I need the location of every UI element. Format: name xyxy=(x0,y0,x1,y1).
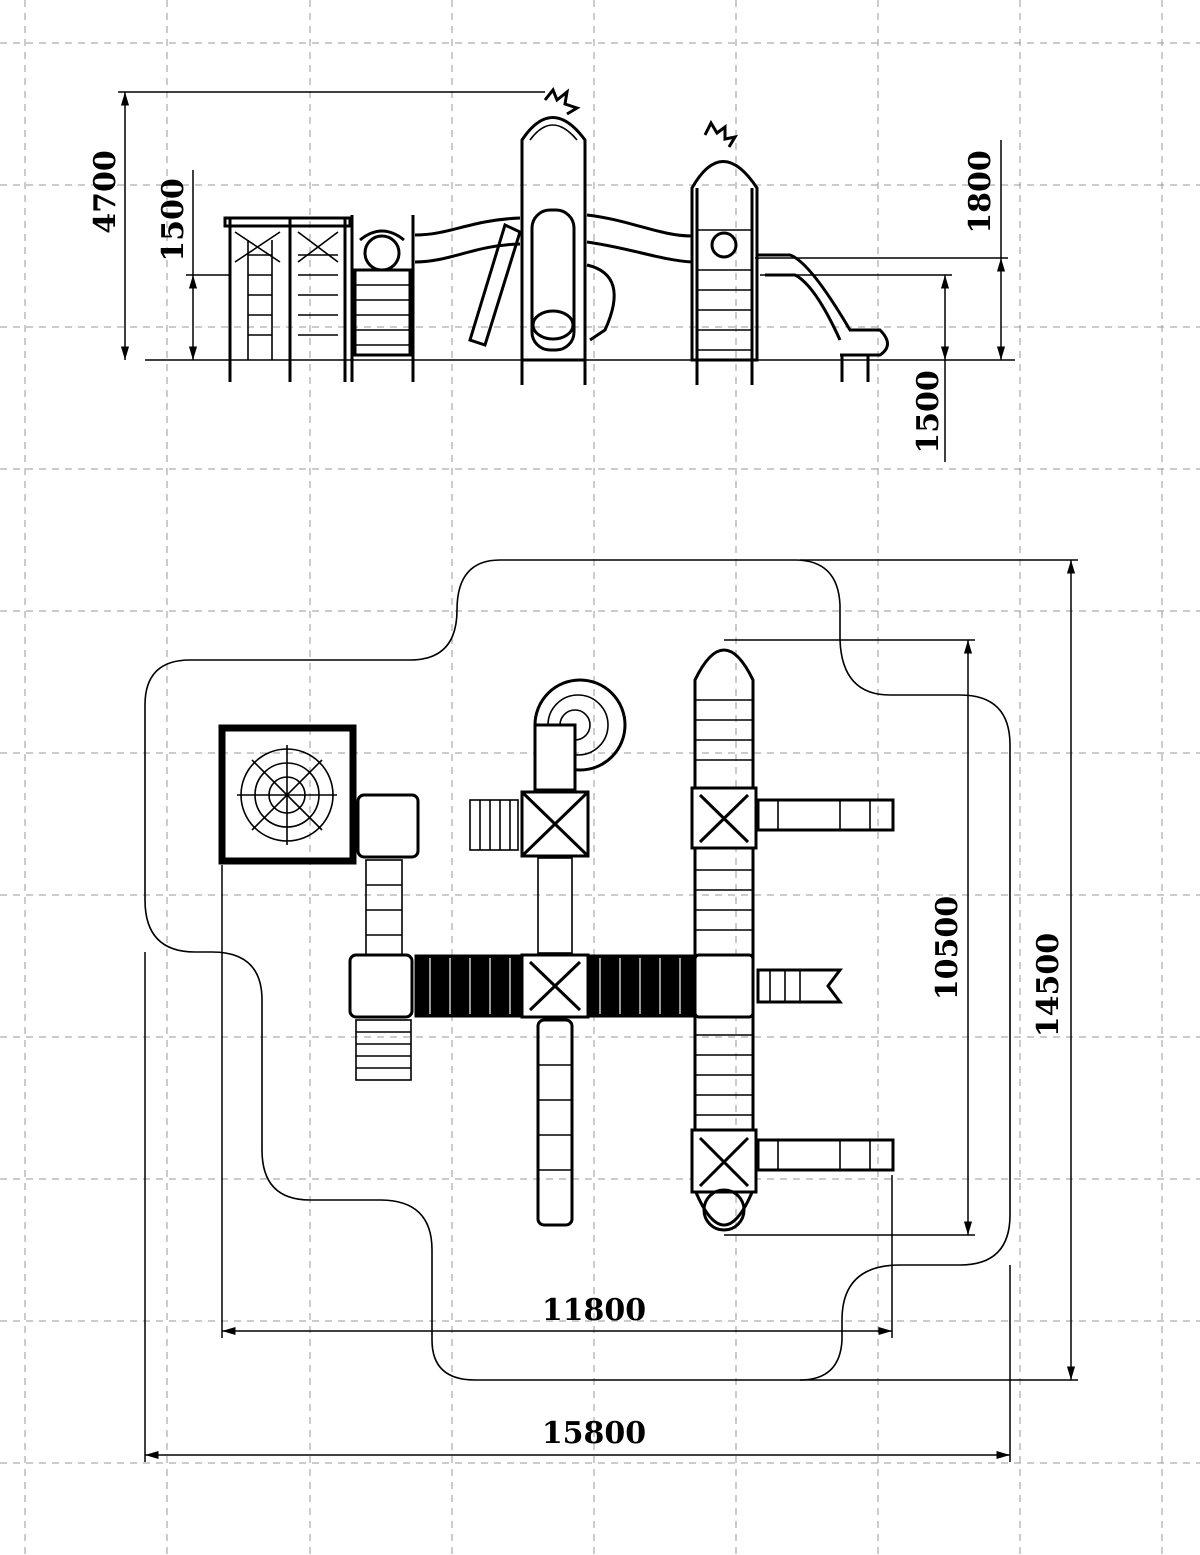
dim-equipment-depth: 10500 xyxy=(930,896,965,1000)
side-elevation xyxy=(145,87,1015,385)
dim-slide-height: 1500 xyxy=(911,370,946,454)
dim-tower-height: 1800 xyxy=(963,150,998,234)
dim-total-height: 4700 xyxy=(88,150,123,234)
right-module xyxy=(690,648,895,1232)
plan-view xyxy=(144,559,1011,1381)
right-tower xyxy=(690,119,759,385)
dim-platform-height: 1500 xyxy=(156,178,191,262)
platform-block-1 xyxy=(350,215,415,382)
middle-tower xyxy=(520,87,616,385)
middle-module xyxy=(469,678,627,1227)
rope-net-climber xyxy=(218,724,357,865)
dim-equipment-width: 11800 xyxy=(542,1293,646,1328)
bridge-left xyxy=(414,216,522,347)
bridge-right xyxy=(586,213,693,264)
elevation-dimensions: 4700 1500 1800 1500 xyxy=(88,91,1008,462)
straight-slide xyxy=(757,253,889,382)
left-module xyxy=(348,793,420,1081)
dim-zone-width: 15800 xyxy=(542,1416,646,1451)
plan-dimensions: 10500 14500 11800 15800 xyxy=(144,559,1078,1462)
dim-zone-depth: 14500 xyxy=(1031,933,1066,1037)
climbing-frame xyxy=(223,216,352,382)
safety-zone-outline xyxy=(144,559,1011,1381)
